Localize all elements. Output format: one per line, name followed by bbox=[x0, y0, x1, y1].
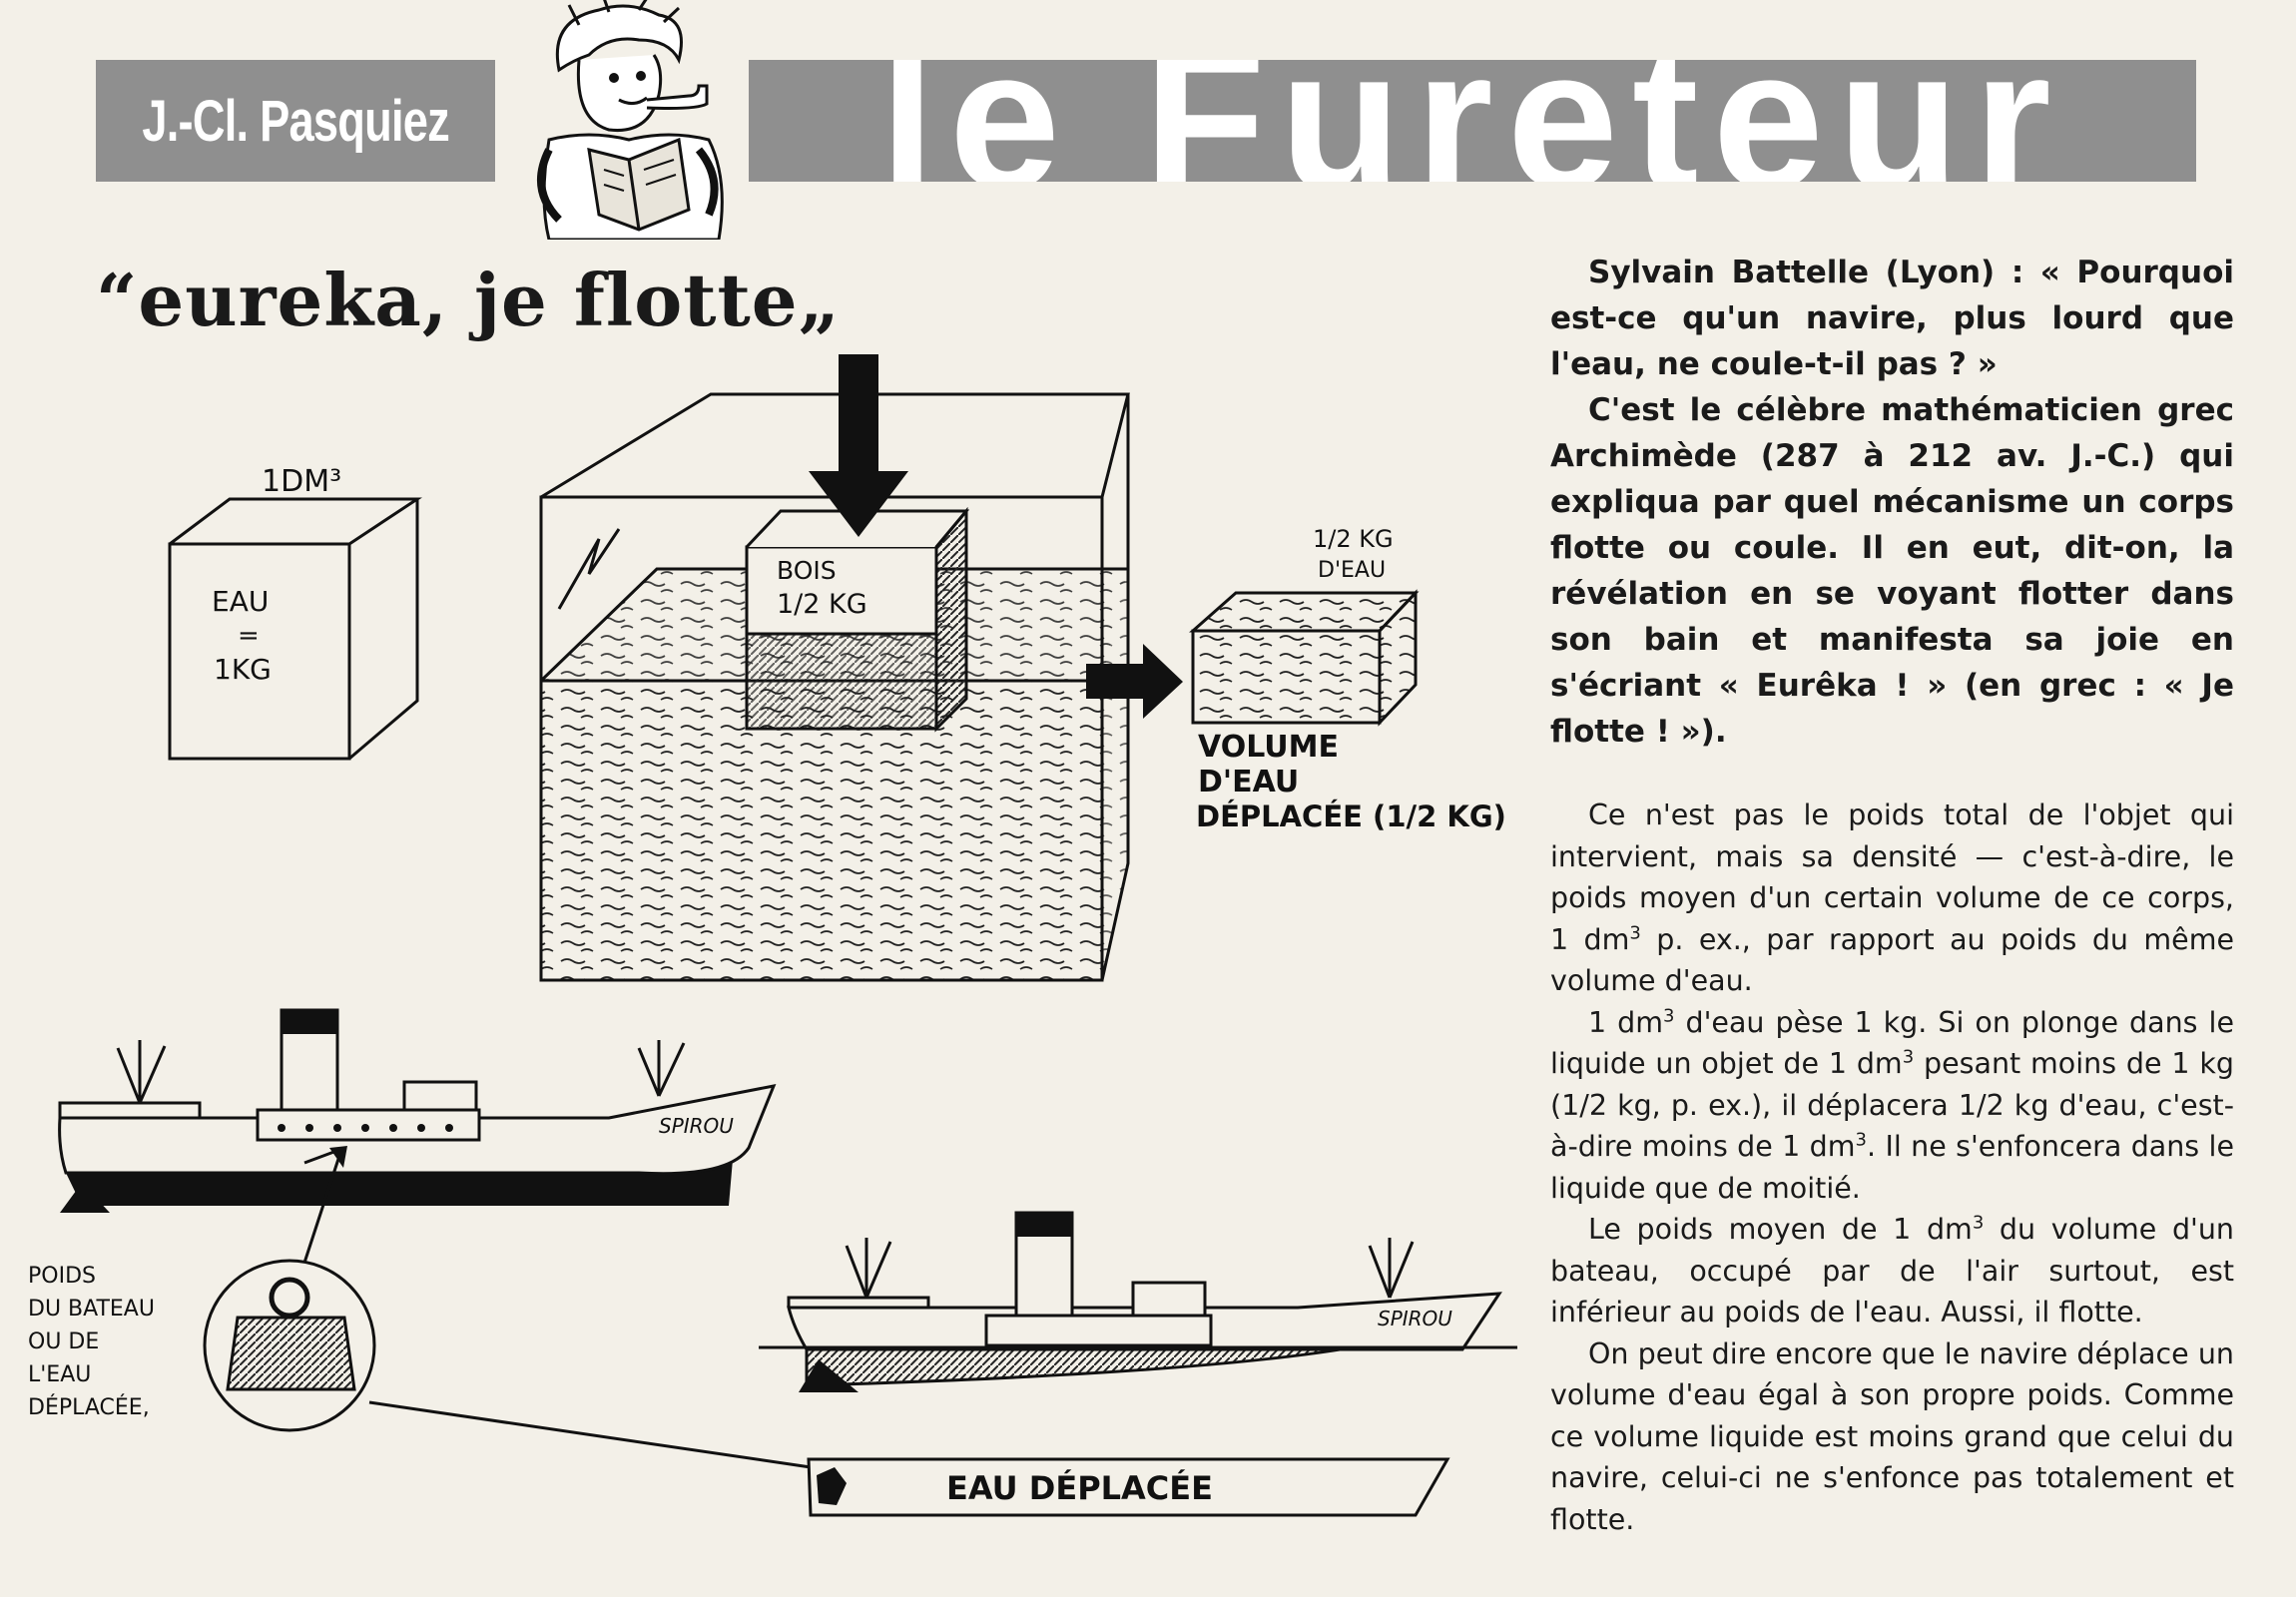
author-name: J.-Cl. Pasquiez bbox=[142, 88, 449, 154]
cube-label-line3: 1KG bbox=[214, 653, 272, 686]
wood-label-line2: 1/2 KG bbox=[777, 589, 867, 620]
article-body: Ce n'est pas le poids total de l'objet q… bbox=[1550, 795, 2234, 1540]
body-paragraph-3: Le poids moyen de 1 dm3 du volume d'un b… bbox=[1550, 1212, 2234, 1329]
displaced-water-hull bbox=[807, 1457, 1450, 1517]
displaced-small-line2: D'EAU bbox=[1318, 558, 1386, 583]
water-cube bbox=[168, 497, 422, 761]
body-paragraph-1: Ce n'est pas le poids total de l'objet q… bbox=[1550, 798, 2234, 997]
column-title: le Fureteur bbox=[879, 60, 2065, 182]
reading-character-illustration bbox=[537, 0, 724, 240]
reader-question: Sylvain Battelle (Lyon) : « Pourquoi est… bbox=[1550, 250, 2234, 755]
question-paragraph: Sylvain Battelle (Lyon) : « Pourquoi est… bbox=[1550, 255, 2234, 382]
volume-label-line1: VOLUME bbox=[1198, 730, 1339, 765]
wood-label-line1: BOIS bbox=[777, 556, 837, 585]
weight-circle bbox=[203, 1146, 812, 1469]
weight-label-line4: L'EAU bbox=[28, 1362, 91, 1387]
wood-block bbox=[745, 506, 970, 733]
cube-label-line2: = bbox=[238, 621, 260, 651]
answer-intro-paragraph: C'est le célèbre mathématicien grec Arch… bbox=[1550, 392, 2234, 750]
column-title-band: le Fureteur bbox=[749, 60, 2196, 182]
ship-top bbox=[58, 1008, 777, 1213]
ship-name-2: SPIROU bbox=[1378, 1307, 1452, 1331]
cube-label-line1: EAU bbox=[212, 585, 269, 618]
weight-label-line1: POIDS bbox=[28, 1264, 96, 1289]
archimedes-illustration: 1DM³ EAU = 1KG BOIS 1/2 KG bbox=[28, 354, 1517, 1517]
body-paragraph-4: On peut dire encore que le navire déplac… bbox=[1550, 1336, 2234, 1536]
cube-size-label: 1DM³ bbox=[262, 464, 341, 499]
body-paragraph-2: 1 dm3 d'eau pèse 1 kg. Si on plonge dans… bbox=[1550, 1005, 2234, 1205]
ship-name-1: SPIROU bbox=[659, 1114, 734, 1138]
down-arrow-icon bbox=[809, 354, 908, 537]
displaced-water-label: EAU DÉPLACÉE bbox=[946, 1469, 1213, 1507]
ship-bottom bbox=[759, 1211, 1517, 1392]
author-band: J.-Cl. Pasquiez bbox=[96, 60, 495, 182]
volume-label-line2: D'EAU bbox=[1198, 765, 1299, 799]
weight-label-line5: DÉPLACÉE, bbox=[28, 1394, 150, 1420]
volume-label-line3: DÉPLACÉE (1/2 KG) bbox=[1196, 799, 1506, 833]
displaced-small-line1: 1/2 KG bbox=[1313, 525, 1394, 553]
right-arrow-icon bbox=[1086, 644, 1183, 719]
weight-label-line3: OU DE bbox=[28, 1330, 99, 1354]
displaced-water-block bbox=[1189, 589, 1420, 727]
weight-label-line2: DU BATEAU bbox=[28, 1297, 155, 1322]
article-title: “eureka, je flotte„ bbox=[96, 258, 841, 342]
